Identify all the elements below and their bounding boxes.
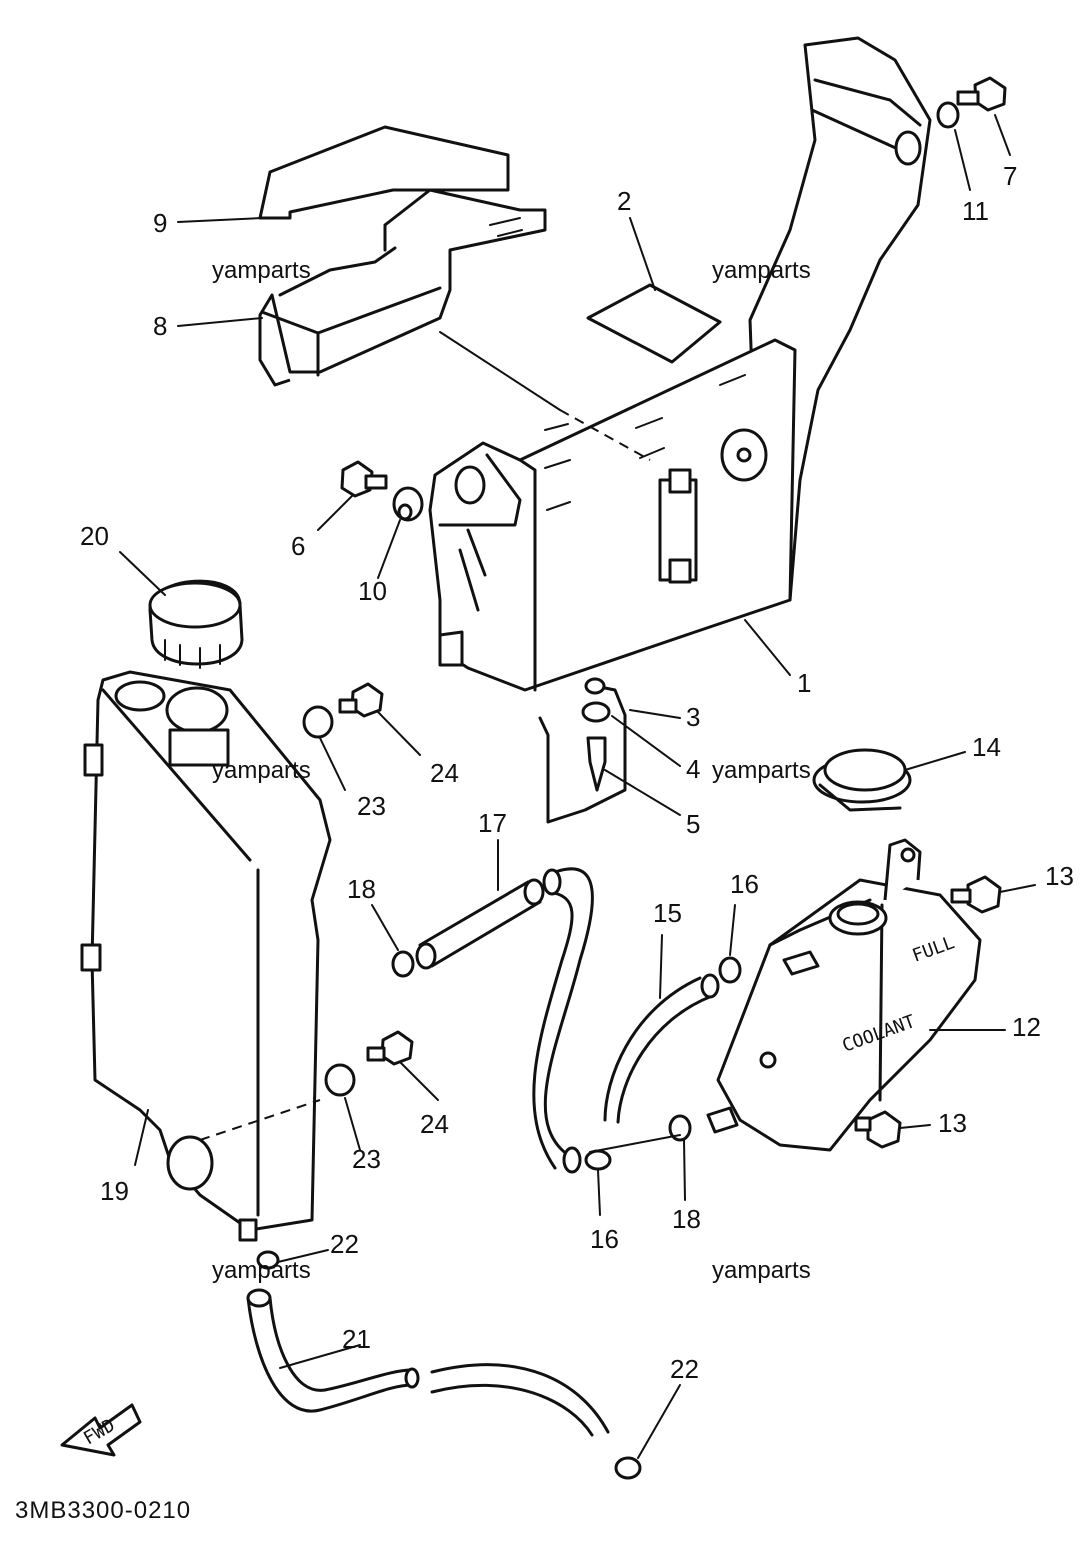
part-21-hose xyxy=(246,1288,610,1437)
watermark: yamparts xyxy=(212,1257,311,1284)
part-22-clamp-upper xyxy=(256,1250,280,1270)
callout-18: 18 xyxy=(347,874,376,904)
callouts: 1 2 3 4 5 6 7 8 9 10 11 12 13 14 15 16 1… xyxy=(80,161,1074,1384)
callout-24: 24 xyxy=(430,758,459,788)
callout-15: 15 xyxy=(653,898,682,928)
callout-8: 8 xyxy=(153,311,167,341)
fwd-arrow-icon: FWD xyxy=(60,1403,142,1457)
leader-8-shroud xyxy=(439,331,561,411)
part-1-shroud xyxy=(428,338,797,692)
part-3-stay xyxy=(538,677,627,824)
part-8-bracket xyxy=(258,188,547,387)
part-23-grommet-upper xyxy=(302,705,334,739)
part-14-reservoir-cap xyxy=(812,748,912,812)
callout-17: 17 xyxy=(478,808,507,838)
part-4-collar xyxy=(581,701,611,723)
callout-16b: 16 xyxy=(590,1224,619,1254)
watermark: yamparts xyxy=(212,257,311,284)
callout-21: 21 xyxy=(342,1324,371,1354)
part-24-bolt-upper xyxy=(338,682,384,718)
callout-11: 11 xyxy=(962,196,989,226)
part-7-bolt xyxy=(956,76,1007,112)
callout-22b: 22 xyxy=(670,1354,699,1384)
watermarks: yamparts yamparts yamparts yamparts yamp… xyxy=(212,257,811,1284)
part-13-bolt-upper xyxy=(950,875,1002,914)
part-19-radiator xyxy=(80,670,332,1242)
watermark: yamparts xyxy=(712,257,811,284)
callout-6: 6 xyxy=(291,531,305,561)
callout-7: 7 xyxy=(1003,161,1017,191)
callout-20: 20 xyxy=(80,521,109,551)
part-1-shroud-upper xyxy=(748,36,932,602)
callout-19: 19 xyxy=(100,1176,129,1206)
callout-14: 14 xyxy=(972,732,1001,762)
part-18-clamp-upper xyxy=(391,950,415,978)
callout-13: 13 xyxy=(1045,861,1074,891)
callout-22: 22 xyxy=(330,1229,359,1259)
callout-3: 3 xyxy=(686,702,700,732)
callout-2: 2 xyxy=(617,186,631,216)
callout-10: 10 xyxy=(358,576,387,606)
part-12-reservoir-tank xyxy=(706,838,982,1152)
callout-23b: 23 xyxy=(352,1144,381,1174)
callout-24b: 24 xyxy=(420,1109,449,1139)
callout-16: 16 xyxy=(730,869,759,899)
callout-9: 9 xyxy=(153,208,167,238)
part-17-hose xyxy=(415,878,545,970)
callout-4: 4 xyxy=(686,754,700,784)
leader-8-shroud-dash xyxy=(559,409,651,461)
part-5-pin xyxy=(586,736,607,792)
part-13-bolt-lower xyxy=(854,1110,902,1149)
leader-lines xyxy=(119,114,1036,1459)
part-24-bolt-lower xyxy=(366,1030,414,1066)
part-6-bolt xyxy=(340,460,388,498)
watermark: yamparts xyxy=(712,1257,811,1284)
part-16-clamp-lower xyxy=(584,1149,612,1171)
callout-12: 12 xyxy=(1012,1012,1041,1042)
part-23-grommet-lower xyxy=(324,1063,356,1097)
part-9-pad xyxy=(258,125,510,220)
callout-13b: 13 xyxy=(938,1108,967,1138)
part-2-pad xyxy=(586,283,722,364)
part-22-clamp-lower xyxy=(614,1456,642,1480)
part-16-clamp-upper xyxy=(718,956,742,984)
callout-1: 1 xyxy=(797,668,811,698)
watermark: yamparts xyxy=(712,757,811,784)
part-code: 3MB3300-0210 xyxy=(15,1497,191,1524)
part-18-clamp-lower xyxy=(668,1114,692,1142)
part-20-radiator-cap xyxy=(148,579,244,669)
callout-23: 23 xyxy=(357,791,386,821)
part-10-grommet xyxy=(392,486,424,522)
callout-18b: 18 xyxy=(672,1204,701,1234)
callout-5: 5 xyxy=(686,809,700,839)
part-15-hose xyxy=(603,973,720,1124)
watermark: yamparts xyxy=(212,757,311,784)
part-11-nut xyxy=(936,101,960,129)
long-hose xyxy=(532,867,594,1174)
